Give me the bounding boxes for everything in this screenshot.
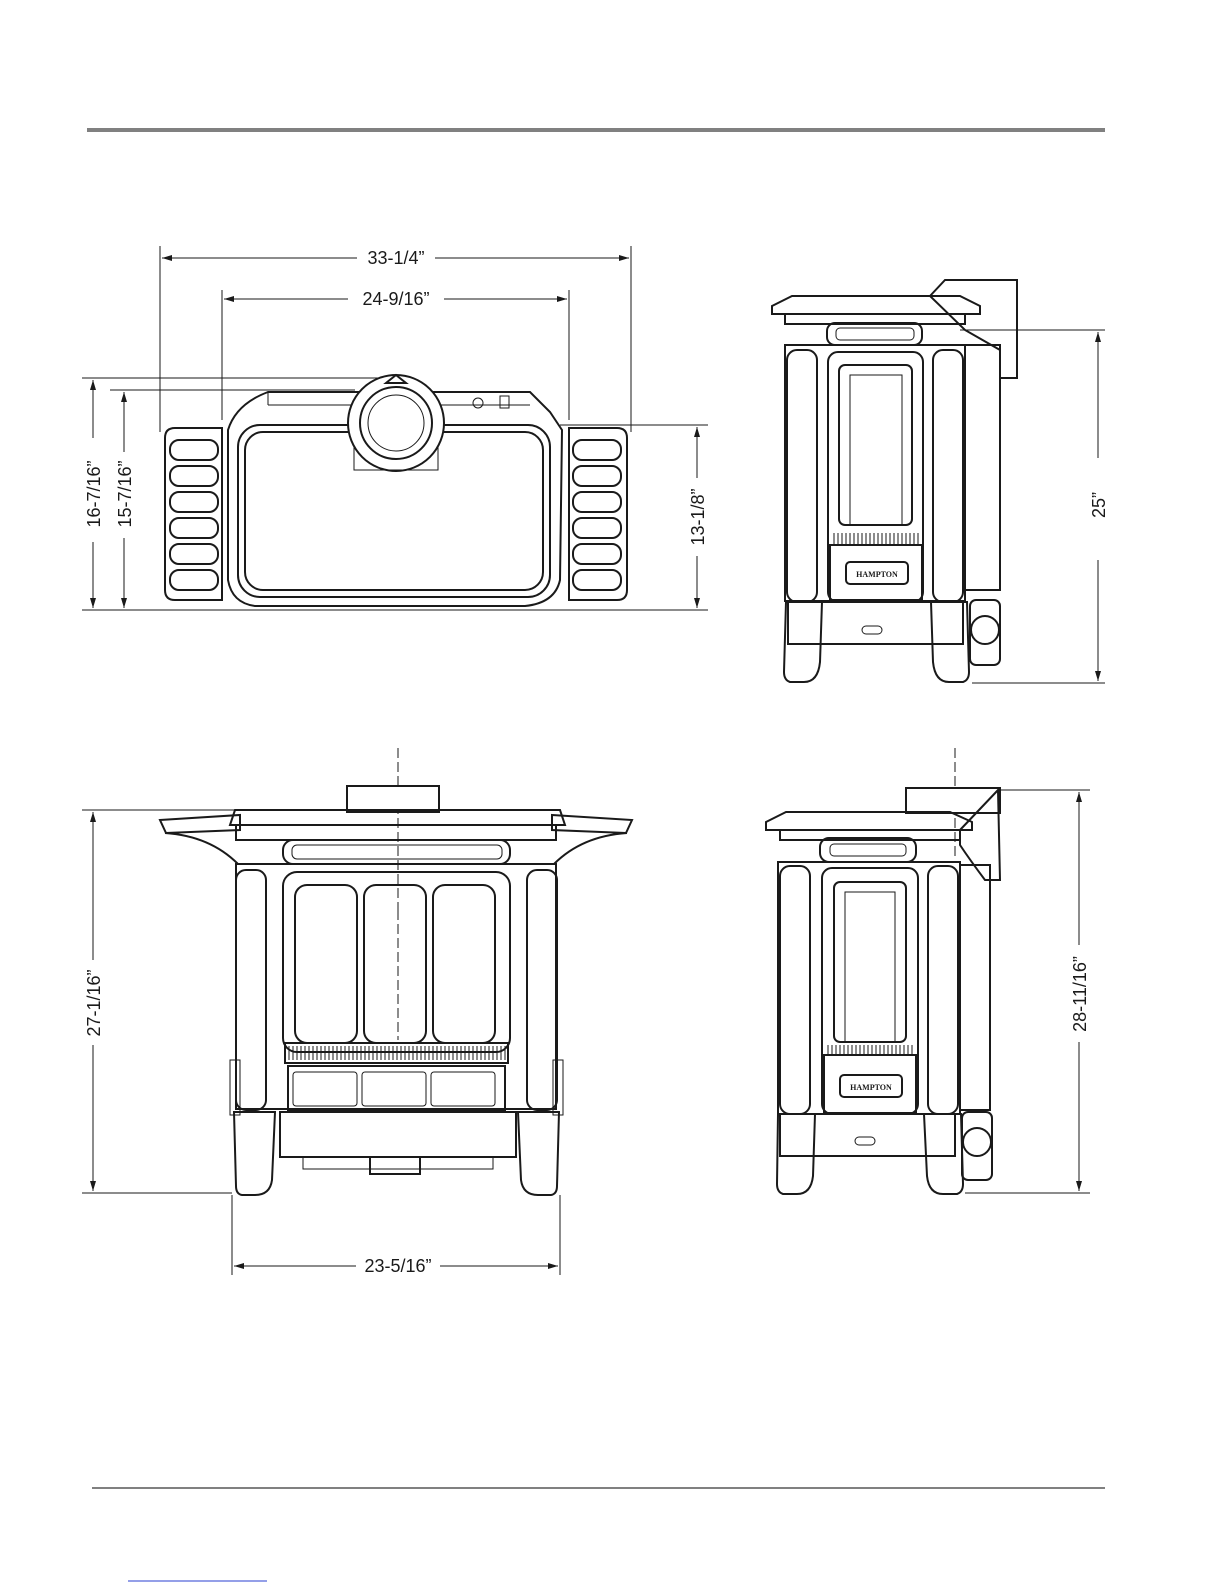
top-view: 33-1/4” 24-9/16” 16-7/16” 15-7/16” 13-1/… (82, 246, 708, 610)
grate-teeth-side1 (834, 533, 918, 545)
shelf-rib-left (170, 518, 218, 538)
dim-front-leg-width: 23-5/16” (364, 1256, 431, 1276)
flue-collar-top (348, 375, 509, 471)
shelf-rib-left (170, 440, 218, 460)
dim-top-overall-depth: 16-7/16” (84, 460, 104, 527)
shelf-rib-right (573, 544, 621, 564)
nameplate-side1: HAMPTON (856, 570, 898, 579)
front-view: 27-1/16” 23-5/16” (82, 748, 632, 1276)
shelf-rib-right (573, 570, 621, 590)
dim-side-height-top-outlet: 28-11/16” (1070, 956, 1090, 1032)
dim-top-body-width: 24-9/16” (362, 289, 429, 309)
nameplate-side2: HAMPTON (850, 1083, 892, 1092)
dim-side-height-rear-outlet: 25” (1089, 492, 1109, 518)
shelf-rib-right (573, 492, 621, 512)
side-view-rear-outlet: 25” HAMPTON (772, 280, 1109, 683)
side-view-top-outlet: 28-11/16” HAMPTON (766, 748, 1090, 1194)
dim-top-body-depth: 15-7/16” (115, 460, 135, 527)
shelf-rib-right (573, 518, 621, 538)
grate-teeth-front (289, 1046, 505, 1060)
shelf-rib-right (573, 466, 621, 486)
shelf-rib-left (170, 466, 218, 486)
dim-front-height: 27-1/16” (84, 969, 104, 1036)
shelf-rib-right (573, 440, 621, 460)
shelf-rib-left (170, 570, 218, 590)
shelf-rib-left (170, 544, 218, 564)
dim-top-collar-depth: 13-1/8” (688, 488, 708, 545)
dim-top-overall-width: 33-1/4” (367, 248, 424, 268)
grate-teeth-side2 (828, 1045, 912, 1055)
shelf-rib-left (170, 492, 218, 512)
